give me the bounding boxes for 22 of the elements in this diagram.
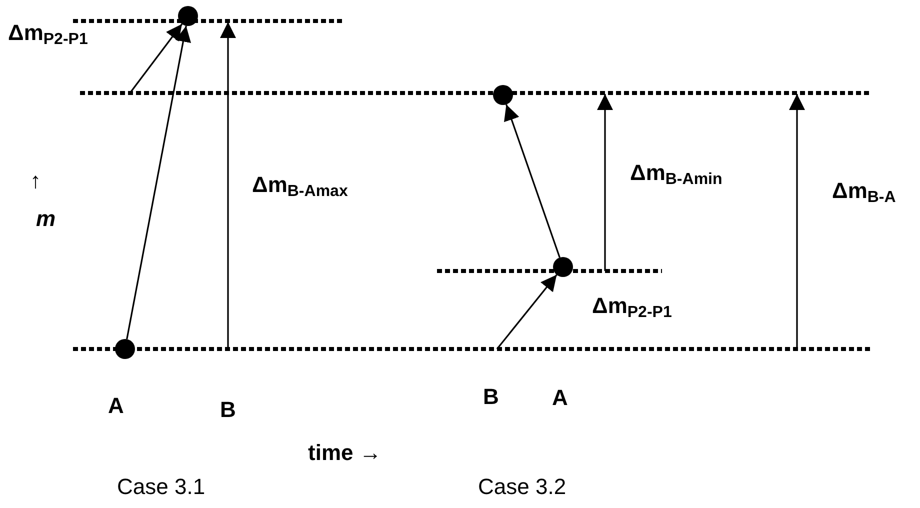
- arrow: [126, 26, 192, 340]
- case-caption: Case 3.1: [117, 474, 206, 500]
- point-label: A: [108, 393, 124, 419]
- point-label: B: [220, 397, 236, 423]
- arrow: [504, 104, 560, 258]
- data-point: [493, 85, 513, 105]
- data-point: [115, 339, 135, 359]
- delta-mass-label: Δm$_{B-Amax}$: [252, 172, 348, 198]
- data-point: [178, 6, 198, 26]
- data-point: [553, 257, 573, 277]
- delta-mass-label: Δm$_{B-Amin}$: [630, 160, 722, 186]
- point-label: A: [552, 385, 568, 411]
- delta-mass-label: Δm$_{P2-P1}$: [592, 293, 672, 319]
- arrow: [496, 274, 558, 350]
- axis-label: m: [36, 206, 56, 232]
- axis-label: time →: [308, 440, 382, 466]
- point-label: B: [483, 384, 499, 410]
- axis-arrow-symbol: ↑: [30, 168, 41, 194]
- delta-mass-label: Δm$_{B-A}$: [832, 178, 896, 204]
- case-caption: Case 3.2: [478, 474, 566, 500]
- delta-mass-label: Δm$_{P2-P1}$: [8, 20, 88, 46]
- arrow: [129, 24, 183, 94]
